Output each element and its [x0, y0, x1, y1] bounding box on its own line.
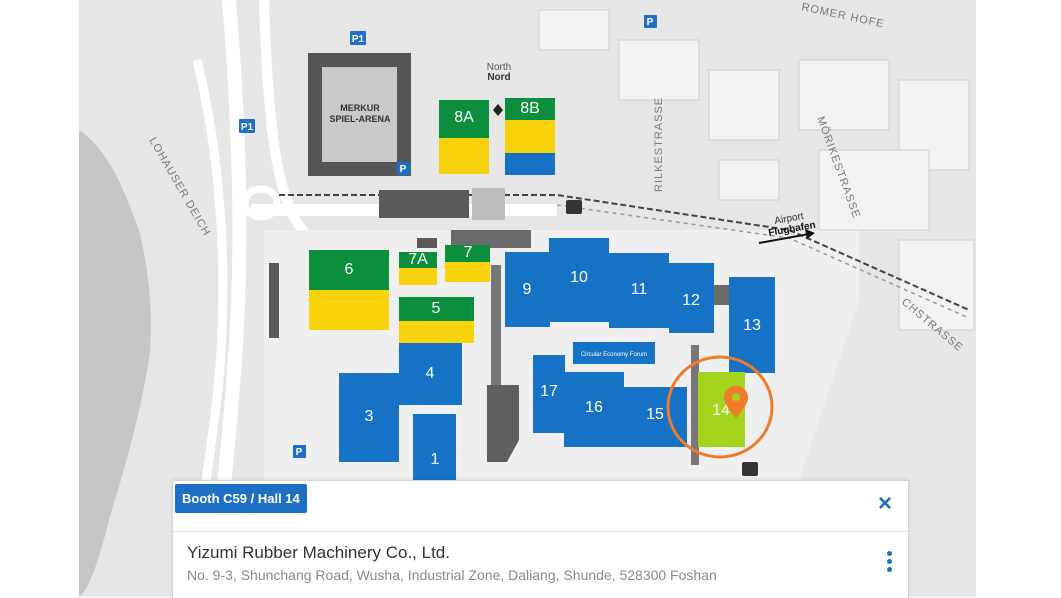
hall-7-green[interactable] [445, 245, 490, 262]
hall-13-label: 13 [743, 317, 761, 334]
hall-7a-green[interactable] [399, 252, 437, 268]
hall-1[interactable] [413, 414, 456, 484]
parking-p1-icon-1[interactable]: P1 [350, 31, 366, 45]
street-deich: LOHAUSER DEICH [146, 136, 212, 239]
hall-14-label: 14 [712, 402, 730, 419]
hall-6-green[interactable] [309, 250, 389, 290]
hall-13[interactable] [729, 277, 775, 373]
hall-8b-green[interactable] [505, 98, 555, 120]
hall-5-yellow[interactable] [399, 321, 474, 343]
hall-3[interactable] [339, 373, 399, 462]
booth-info-panel: Booth C59 / Hall 14 × Yizumi Rubber Mach… [172, 480, 909, 598]
airport-arrowhead [805, 229, 815, 239]
more-options-icon[interactable] [884, 551, 894, 575]
hall-10-label: 10 [570, 269, 588, 286]
walkway-vertical [491, 265, 501, 385]
circular-economy-forum[interactable] [573, 342, 655, 364]
parking-p-icon-2[interactable]: P [397, 162, 410, 175]
street-hofe: ROMER HOFE [800, 1, 885, 30]
hall-11-label: 11 [631, 281, 648, 298]
hall-8a-green[interactable] [439, 100, 489, 138]
hall-16-label: 16 [585, 399, 603, 416]
company-name[interactable]: Yizumi Rubber Machinery Co., Ltd. [187, 543, 450, 562]
selected-hall-highlight [666, 355, 774, 459]
north-arrow-icon [493, 104, 503, 116]
arena-inner [322, 67, 397, 162]
svg-text:P1: P1 [241, 122, 254, 133]
hall-8b-yellow[interactable] [505, 120, 555, 153]
bus-stop-icon-1 [566, 200, 582, 214]
hall-12-label: 12 [682, 292, 700, 309]
hall-7-yellow[interactable] [445, 262, 490, 282]
hall-7-label: 7 [464, 244, 473, 261]
airport-label-1: Airport [774, 211, 805, 227]
hall-4-label: 4 [426, 365, 435, 382]
hall-5-label: 5 [432, 300, 441, 317]
hall-7a-label: 7A [408, 251, 428, 268]
hall-8a-yellow[interactable] [439, 138, 489, 174]
small-building-7a [417, 238, 437, 248]
hall-8b-label: 8B [520, 100, 540, 117]
hall-17[interactable] [533, 355, 565, 433]
panel-divider [173, 531, 908, 532]
walkway-12-13 [712, 285, 732, 305]
hall-17-label: 17 [540, 383, 558, 400]
svg-text:P: P [296, 447, 303, 458]
residential-blocks [538, 9, 975, 331]
parking-p-icon-3[interactable]: P [293, 445, 306, 458]
entrance-building [379, 190, 469, 218]
close-icon[interactable]: × [877, 490, 892, 517]
side-building-6 [269, 263, 279, 338]
hall-11[interactable] [609, 253, 669, 328]
company-address: No. 9-3, Shunchang Road, Wusha, Industri… [187, 567, 717, 583]
roundabout [241, 185, 281, 221]
hall-6-label: 6 [345, 261, 354, 278]
parking-p-icon-1[interactable]: P [644, 15, 657, 28]
walkway-south [487, 385, 519, 462]
walkway-14 [691, 345, 699, 465]
hall-8b-blue[interactable] [505, 153, 555, 175]
hall-4[interactable] [399, 343, 462, 405]
connector-7 [451, 230, 531, 248]
hall-16[interactable] [564, 372, 624, 447]
arena-label-1: MERKUR [340, 103, 380, 113]
hall-9-label: 9 [523, 281, 532, 298]
hall-8a-label: 8A [454, 109, 474, 126]
hall-1-label: 1 [431, 451, 440, 468]
hall-9[interactable] [505, 252, 550, 327]
hall-3-label: 3 [365, 408, 374, 425]
airport-arrow-icon [758, 233, 810, 244]
svg-text:P: P [400, 164, 407, 175]
arena-label-2: SPIEL-ARENA [329, 114, 391, 124]
parking-p1-icon-2[interactable]: P1 [239, 119, 255, 133]
hall-10[interactable] [549, 238, 609, 322]
bus-stop-icon-2 [742, 462, 758, 476]
water-area [79, 130, 151, 597]
north-label-2: Nord [487, 72, 510, 83]
circular-economy-forum-label: Circular Economy Forum [581, 352, 647, 358]
svg-text:P: P [647, 17, 654, 28]
entrance-north [472, 188, 505, 220]
location-pin-icon[interactable] [724, 386, 748, 418]
north-label-1: North [487, 62, 511, 73]
hall-6-yellow[interactable] [309, 290, 389, 330]
hall-15-label: 15 [646, 406, 664, 423]
hall-5-green[interactable] [399, 297, 474, 321]
booth-tag[interactable]: Booth C59 / Hall 14 [175, 484, 307, 513]
hall-7a-yellow[interactable] [399, 268, 437, 285]
svg-text:P1: P1 [352, 34, 365, 45]
street-rilke: RILKESTRASSE [653, 97, 665, 192]
hall-12[interactable] [669, 263, 714, 333]
